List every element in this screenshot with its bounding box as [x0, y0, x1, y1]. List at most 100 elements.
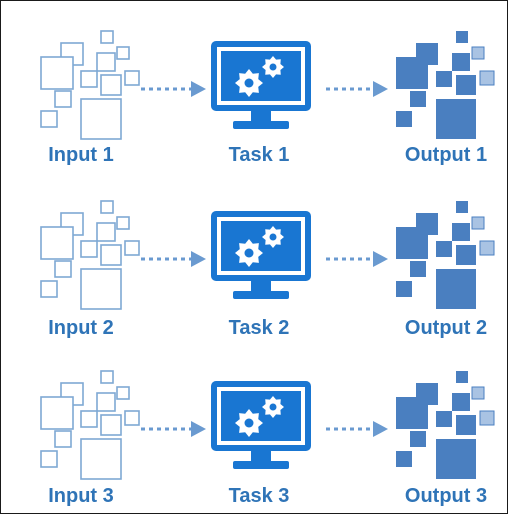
input-square-8 [124, 410, 140, 426]
output-square-5 [396, 57, 428, 89]
input-square-5 [40, 56, 74, 90]
input-square-9 [54, 90, 72, 108]
output-square-1 [456, 31, 468, 43]
input-square-4 [96, 222, 116, 242]
input-square-4 [96, 392, 116, 412]
output-square-10 [396, 281, 412, 297]
input-label-3: Input 3 [48, 485, 114, 507]
monitor-neck [251, 451, 271, 461]
arrow-head-icon [373, 251, 388, 267]
monitor-gears-icon [211, 211, 311, 299]
monitor-stand [233, 461, 289, 469]
input-square-8 [124, 70, 140, 86]
input-label-2: Input 2 [48, 317, 114, 339]
flow-row-2 [40, 200, 495, 310]
output-square-11 [436, 99, 476, 139]
monitor-neck [251, 281, 271, 291]
input-square-1 [100, 30, 114, 44]
input-square-3 [116, 216, 130, 230]
output-square-7 [456, 245, 476, 265]
input-square-11 [80, 268, 122, 310]
output-square-4 [452, 53, 470, 71]
flow-row-1 [40, 30, 495, 140]
output-square-3 [471, 386, 485, 400]
gear-small-hole [269, 233, 277, 241]
output-square-5 [396, 227, 428, 259]
scattered-squares-filled-icon [396, 371, 495, 479]
monitor-screen-inner [221, 51, 301, 101]
gear-large-hole [244, 248, 254, 258]
gear-small-hole [269, 63, 277, 71]
output-square-11 [436, 439, 476, 479]
output-square-1 [456, 201, 468, 213]
arrow-head-icon [191, 421, 206, 437]
task-label-1: Task 1 [228, 144, 290, 166]
output-square-6 [436, 71, 452, 87]
output-square-4 [452, 393, 470, 411]
output-label-3: Output 3 [404, 485, 488, 507]
output-square-8 [479, 410, 495, 426]
scattered-squares-filled-icon [396, 31, 495, 139]
scattered-squares-outline-icon [40, 370, 140, 480]
gear-small-hole [269, 403, 277, 411]
input-square-6 [80, 240, 98, 258]
arrow-head-icon [373, 81, 388, 97]
arrow-head-icon [191, 81, 206, 97]
input-label-1: Input 1 [48, 144, 114, 166]
input-square-11 [80, 98, 122, 140]
input-square-10 [40, 280, 58, 298]
output-square-10 [396, 451, 412, 467]
gear-large-hole [244, 418, 254, 428]
input-square-9 [54, 260, 72, 278]
input-square-3 [116, 46, 130, 60]
task-label-2: Task 2 [228, 317, 290, 339]
input-square-10 [40, 450, 58, 468]
monitor-stand [233, 291, 289, 299]
input-square-1 [100, 200, 114, 214]
output-square-1 [456, 371, 468, 383]
scattered-squares-filled-icon [396, 201, 495, 309]
flow-row-3 [40, 370, 495, 480]
input-square-3 [116, 386, 130, 400]
monitor-screen-inner [221, 221, 301, 271]
monitor-stand [233, 121, 289, 129]
monitor-gears-icon [211, 381, 311, 469]
output-square-7 [456, 75, 476, 95]
arrow-head-icon [373, 421, 388, 437]
input-square-7 [100, 414, 122, 436]
output-square-3 [471, 46, 485, 60]
scattered-squares-outline-icon [40, 30, 140, 140]
output-square-6 [436, 241, 452, 257]
input-square-7 [100, 74, 122, 96]
output-square-11 [436, 269, 476, 309]
monitor-screen-inner [221, 391, 301, 441]
gear-large-hole [244, 78, 254, 88]
task-label-3: Task 3 [228, 485, 290, 507]
input-square-5 [40, 226, 74, 260]
output-square-8 [479, 240, 495, 256]
monitor-gears-icon [211, 41, 311, 129]
scattered-squares-outline-icon [40, 200, 140, 310]
input-square-6 [80, 410, 98, 428]
output-square-9 [410, 91, 426, 107]
output-square-3 [471, 216, 485, 230]
output-square-7 [456, 415, 476, 435]
input-square-10 [40, 110, 58, 128]
output-label-1: Output 1 [404, 144, 488, 166]
input-square-9 [54, 430, 72, 448]
output-label-2: Output 2 [404, 317, 488, 339]
input-square-7 [100, 244, 122, 266]
arrow-head-icon [191, 251, 206, 267]
input-square-11 [80, 438, 122, 480]
input-square-6 [80, 70, 98, 88]
output-square-10 [396, 111, 412, 127]
input-square-4 [96, 52, 116, 72]
output-square-9 [410, 431, 426, 447]
output-square-8 [479, 70, 495, 86]
output-square-6 [436, 411, 452, 427]
monitor-neck [251, 111, 271, 121]
input-square-5 [40, 396, 74, 430]
output-square-4 [452, 223, 470, 241]
